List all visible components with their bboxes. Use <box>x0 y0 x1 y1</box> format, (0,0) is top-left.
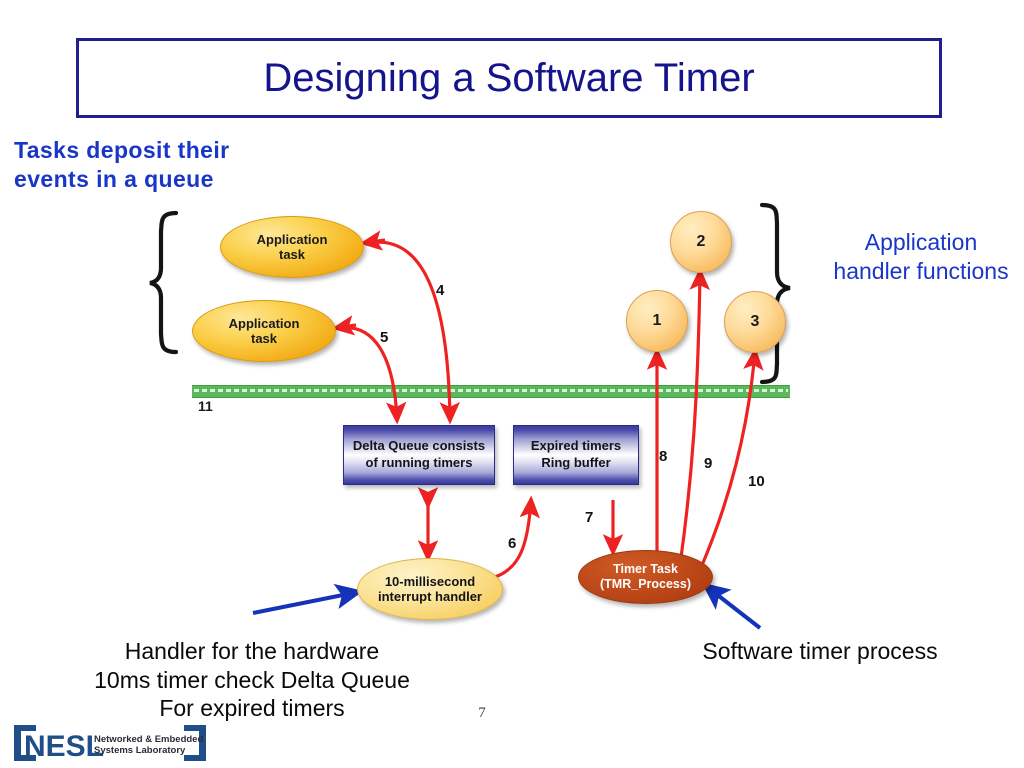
title-box: Designing a Software Timer <box>76 38 942 118</box>
brace-application-tasks <box>149 210 179 355</box>
node-interrupt-handler[interactable]: 10-millisecond interrupt handler <box>357 558 503 620</box>
edge-label-5: 5 <box>380 329 389 346</box>
kernel-boundary-divider <box>192 385 790 398</box>
nesl-logo-mark: NESL <box>24 730 104 763</box>
arrow-4-head-task <box>359 230 386 251</box>
page-title: Designing a Software Timer <box>263 55 755 100</box>
edge-label-11: 11 <box>198 398 213 414</box>
blue-pointer-handler <box>252 583 364 615</box>
edge-label-7: 7 <box>585 509 594 526</box>
edge-label-6: 6 <box>508 535 517 552</box>
edge-label-8: 8 <box>659 448 668 465</box>
node-delta-queue[interactable]: Delta Queue consists of running timers <box>343 425 495 485</box>
arrow-6 <box>491 495 541 580</box>
edge-label-4: 4 <box>436 282 445 299</box>
page-number: 7 <box>478 705 486 721</box>
node-expired-timers[interactable]: Expired timers Ring buffer <box>513 425 639 485</box>
caption-software-timer-process: Software timer process <box>702 638 938 664</box>
nesl-logo: NESL Networked & Embedded Systems Labora… <box>14 725 206 763</box>
caption-hardware-handler: Handler for the hardware 10ms timer chec… <box>94 638 410 722</box>
callout-application-handler-functions: Application handler functions <box>833 229 1009 284</box>
node-handler-circle-1[interactable]: 1 <box>626 290 688 352</box>
nesl-logo-line1: Networked & Embedded <box>94 734 203 745</box>
arrow-5-head-task <box>331 315 357 336</box>
node-timer-task[interactable]: Timer Task (TMR_Process) <box>578 550 713 604</box>
nesl-logo-line2: Systems Laboratory <box>94 745 186 756</box>
node-application-task-1[interactable]: Application task <box>220 216 364 278</box>
edge-label-10: 10 <box>748 473 765 490</box>
blue-pointer-timer-task <box>701 582 762 630</box>
node-handler-circle-3[interactable]: 3 <box>724 291 786 353</box>
arrow-5 <box>339 326 407 425</box>
callout-tasks-deposit: Tasks deposit their events in a queue <box>14 137 230 192</box>
node-application-task-2[interactable]: Application task <box>192 300 336 362</box>
edge-label-9: 9 <box>704 455 713 472</box>
node-handler-circle-2[interactable]: 2 <box>670 211 732 273</box>
